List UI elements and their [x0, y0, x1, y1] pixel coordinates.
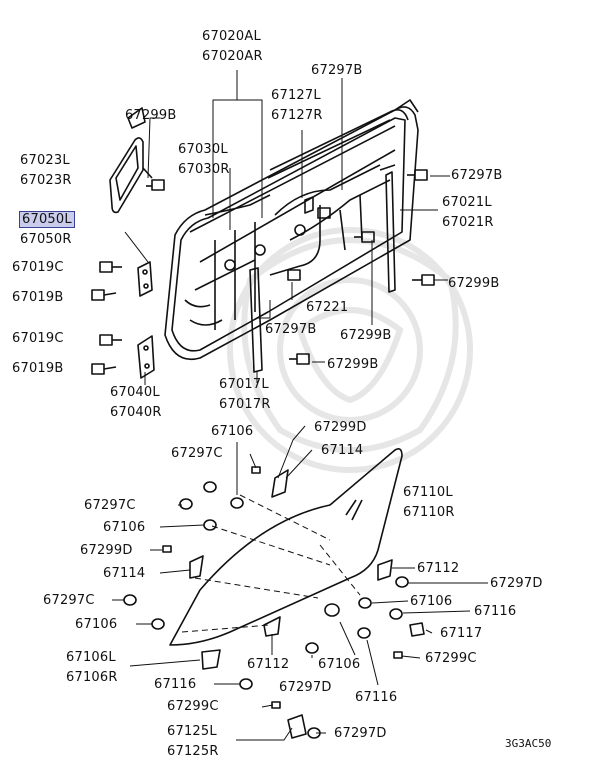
label-67297d-last: 67297D [334, 726, 387, 741]
label-67106-left: 67106 [75, 617, 118, 632]
label-67020: 67020AL 67020AR [202, 27, 263, 67]
glass-clips [162, 466, 425, 739]
label-67112-bottom: 67112 [247, 657, 290, 672]
label-67106-right: 67106 [410, 594, 453, 609]
label-67297d-bottom: 67297D [279, 680, 332, 695]
label-67127r: 67127R [271, 108, 323, 123]
label-67017l: 67017L [219, 377, 269, 392]
door-glass [169, 448, 403, 646]
label-67297c-top: 67297C [171, 446, 223, 461]
label-67050l-selected[interactable]: 67050L [19, 211, 75, 228]
label-67023: 67023L 67023R [20, 151, 72, 191]
door-shell [164, 99, 419, 360]
top-molding [127, 107, 146, 129]
label-67019c-a: 67019C [12, 260, 64, 275]
division-channel [249, 267, 263, 373]
glass-guide-lines [181, 494, 361, 633]
label-67019b-a: 67019B [12, 290, 64, 305]
label-67125l: 67125L [167, 724, 217, 739]
label-67299c-bottom: 67299C [167, 699, 219, 714]
label-67116-right: 67116 [474, 604, 517, 619]
label-67106lr: 67106L 67106R [66, 648, 118, 688]
label-67050r: 67050R [20, 232, 72, 247]
label-67297b-mid: 67297B [265, 322, 317, 337]
mirror-bolt [146, 179, 165, 191]
label-67112-right: 67112 [417, 561, 460, 576]
label-67017: 67017L 67017R [219, 375, 271, 415]
label-67106-bottom: 67106 [318, 657, 361, 672]
label-67040: 67040L 67040R [110, 383, 162, 423]
label-67114-left: 67114 [103, 566, 146, 581]
rear-channel [379, 164, 396, 293]
right-fasteners [287, 169, 435, 365]
label-67299c-right: 67299C [425, 651, 477, 666]
label-67106-top: 67106 [211, 424, 254, 439]
lower-leaders [112, 425, 488, 741]
label-67297d-right: 67297D [490, 576, 543, 591]
lower-hinge [137, 335, 155, 379]
label-67106l: 67106L [66, 650, 116, 665]
label-67040r: 67040R [110, 405, 162, 420]
label-67299b-mid: 67299B [340, 328, 392, 343]
label-67020al: 67020AL [202, 29, 261, 44]
watermark-emblem [227, 227, 473, 473]
label-67116-left: 67116 [154, 677, 197, 692]
label-67117: 67117 [440, 626, 483, 641]
diagram-code: 3G3AC50 [505, 737, 552, 750]
label-67023l: 67023L [20, 153, 70, 168]
label-67299b-low: 67299B [327, 357, 379, 372]
upper-hinge [137, 261, 153, 297]
label-67023r: 67023R [20, 173, 72, 188]
label-67116-bottom: 67116 [355, 690, 398, 705]
label-67221: 67221 [306, 300, 349, 315]
label-67030l: 67030L [178, 142, 228, 157]
label-67021l: 67021L [442, 195, 492, 210]
label-67297c-mid: 67297C [84, 498, 136, 513]
label-67110: 67110L 67110R [403, 483, 455, 523]
glass-spacers [123, 481, 409, 739]
label-67030r: 67030R [178, 162, 230, 177]
label-67127: 67127L 67127R [271, 86, 323, 126]
label-67297b-right: 67297B [451, 168, 503, 183]
mirror-assembly [109, 137, 153, 214]
label-67114-top: 67114 [321, 443, 364, 458]
label-67019b-b: 67019B [12, 361, 64, 376]
label-67125: 67125L 67125R [167, 722, 219, 762]
label-67040l: 67040L [110, 385, 160, 400]
label-67110r: 67110R [403, 505, 455, 520]
upper-leaders [124, 70, 450, 385]
label-67050: 67050L 67050R [19, 210, 75, 250]
label-67299d-top: 67299D [314, 420, 367, 435]
label-67106r: 67106R [66, 670, 118, 685]
label-67299d-mid: 67299D [80, 543, 133, 558]
label-67017r: 67017R [219, 397, 271, 412]
label-67299b-top: 67299B [125, 108, 177, 123]
label-67030: 67030L 67030R [178, 140, 230, 180]
label-67297b-top: 67297B [311, 63, 363, 78]
label-67127l: 67127L [271, 88, 321, 103]
label-67019c-b: 67019C [12, 331, 64, 346]
label-67125r: 67125R [167, 744, 219, 759]
label-67021: 67021L 67021R [442, 193, 494, 233]
hinge-bolts [91, 261, 122, 375]
label-67299b-right: 67299B [448, 276, 500, 291]
label-67021r: 67021R [442, 215, 494, 230]
label-67297c-low: 67297C [43, 593, 95, 608]
label-67110l: 67110L [403, 485, 453, 500]
label-67020ar: 67020AR [202, 49, 263, 64]
label-67106-mid: 67106 [103, 520, 146, 535]
window-sash [267, 109, 409, 179]
